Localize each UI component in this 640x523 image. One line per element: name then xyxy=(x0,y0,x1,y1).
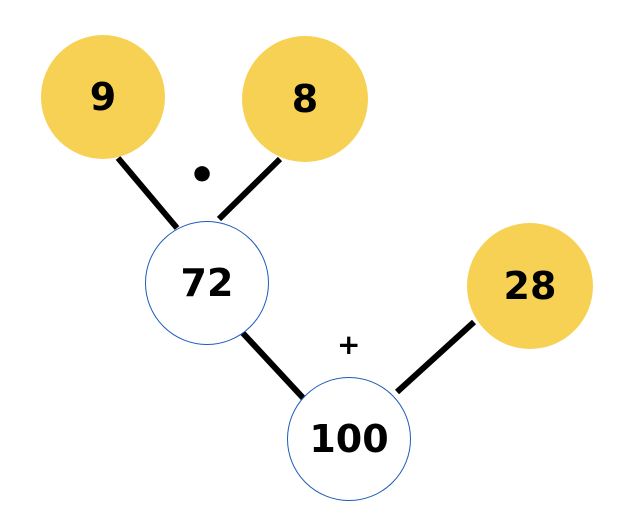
node-value: 8 xyxy=(291,77,319,121)
number-node-100: 100 xyxy=(287,377,411,501)
line-9-to-72 xyxy=(115,156,180,230)
line-8-to-72 xyxy=(216,156,283,222)
line-72-to-100 xyxy=(237,327,308,403)
plus-operator: + xyxy=(337,328,361,361)
number-node-28: 28 xyxy=(467,223,593,349)
number-node-8: 8 xyxy=(242,36,368,162)
node-value: 100 xyxy=(309,417,389,461)
number-node-72: 72 xyxy=(145,221,269,345)
node-value: 72 xyxy=(180,261,234,305)
node-value: 9 xyxy=(89,75,117,119)
number-node-9: 9 xyxy=(41,35,165,159)
line-28-to-100 xyxy=(394,319,477,395)
multiply-operator: • xyxy=(188,150,217,201)
node-value: 28 xyxy=(503,264,557,308)
